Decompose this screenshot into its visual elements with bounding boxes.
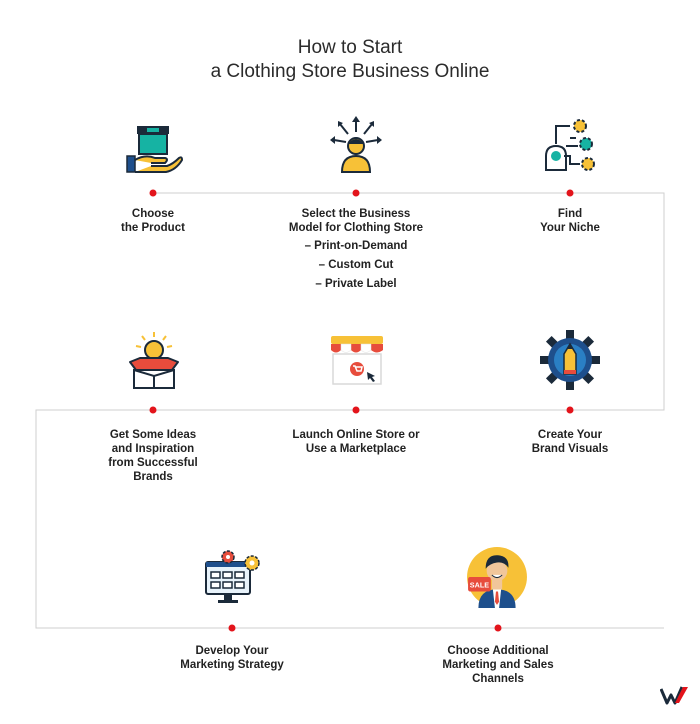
step-label-line: Your Niche <box>540 222 600 234</box>
brand-w-logo-icon <box>660 686 688 705</box>
step-label-line: from Successful <box>108 457 198 469</box>
salesman-icon: SALE <box>467 547 527 608</box>
step-label-line: Choose Additional <box>447 645 549 657</box>
step-label-line: Get Some Ideas <box>109 429 197 441</box>
step-dot <box>566 189 574 197</box>
step-business-model: Select the Business Model for Clothing S… <box>271 207 441 294</box>
flow-line <box>35 192 665 629</box>
step-label-line: Launch Online Store or <box>292 429 420 441</box>
step-dot <box>149 189 157 197</box>
step-launch-store: Launch Online Store or Use a Marketplace <box>271 428 441 456</box>
gear-pencil-icon <box>540 330 600 390</box>
step-marketing-strategy: Develop Your Marketing Strategy <box>157 644 307 672</box>
svg-text:SALE: SALE <box>470 580 489 589</box>
step-label-line: Create Your <box>537 429 603 441</box>
monitor-gears-icon <box>205 550 260 603</box>
step-label-line: and Inspiration <box>111 443 195 455</box>
step-dot <box>352 406 360 414</box>
option-custom-cut: – Custom Cut <box>318 259 394 271</box>
step-dot <box>228 624 236 632</box>
step-label-line: Use a Marketplace <box>305 443 407 455</box>
step-find-niche: Find Your Niche <box>500 207 640 235</box>
step-label-line: Model for Clothing Store <box>288 222 424 234</box>
step-ideas: Get Some Ideas and Inspiration from Succ… <box>83 428 223 484</box>
option-print-on-demand: – Print-on-Demand <box>304 240 408 252</box>
hand-box-icon <box>126 126 183 173</box>
storefront-icon <box>331 336 383 385</box>
title-line-2: a Clothing Store Business Online <box>210 61 490 82</box>
step-label-line: Marketing and Sales <box>442 659 554 671</box>
step-label-line: Find <box>557 208 583 220</box>
idea-box-icon <box>129 332 179 389</box>
option-private-label: – Private Label <box>315 278 397 290</box>
step-label-line: the Product <box>121 222 185 234</box>
step-label-line: Channels <box>472 673 524 685</box>
step-label-line: Choose <box>131 208 175 220</box>
step-sales-channels: Choose Additional Marketing and Sales Ch… <box>418 644 578 686</box>
step-label-line: Marketing Strategy <box>180 659 284 671</box>
step-dot <box>149 406 157 414</box>
business-model-options: – Print-on-Demand – Custom Cut – Private… <box>271 237 441 294</box>
step-choose-product: Choose the Product <box>83 207 223 235</box>
step-dot <box>352 189 360 197</box>
step-label-line: Brands <box>133 471 173 483</box>
person-ideas-icon <box>330 116 382 173</box>
step-label-line: Develop Your <box>195 645 269 657</box>
step-label-line: Select the Business <box>301 208 411 220</box>
step-dot <box>494 624 502 632</box>
step-brand-visuals: Create Your Brand Visuals <box>500 428 640 456</box>
page-title: How to Start a Clothing Store Business O… <box>0 36 700 84</box>
step-dot <box>566 406 574 414</box>
step-label-line: Brand Visuals <box>531 443 609 455</box>
title-line-1: How to Start <box>297 37 403 58</box>
niche-flow-icon <box>545 119 595 171</box>
